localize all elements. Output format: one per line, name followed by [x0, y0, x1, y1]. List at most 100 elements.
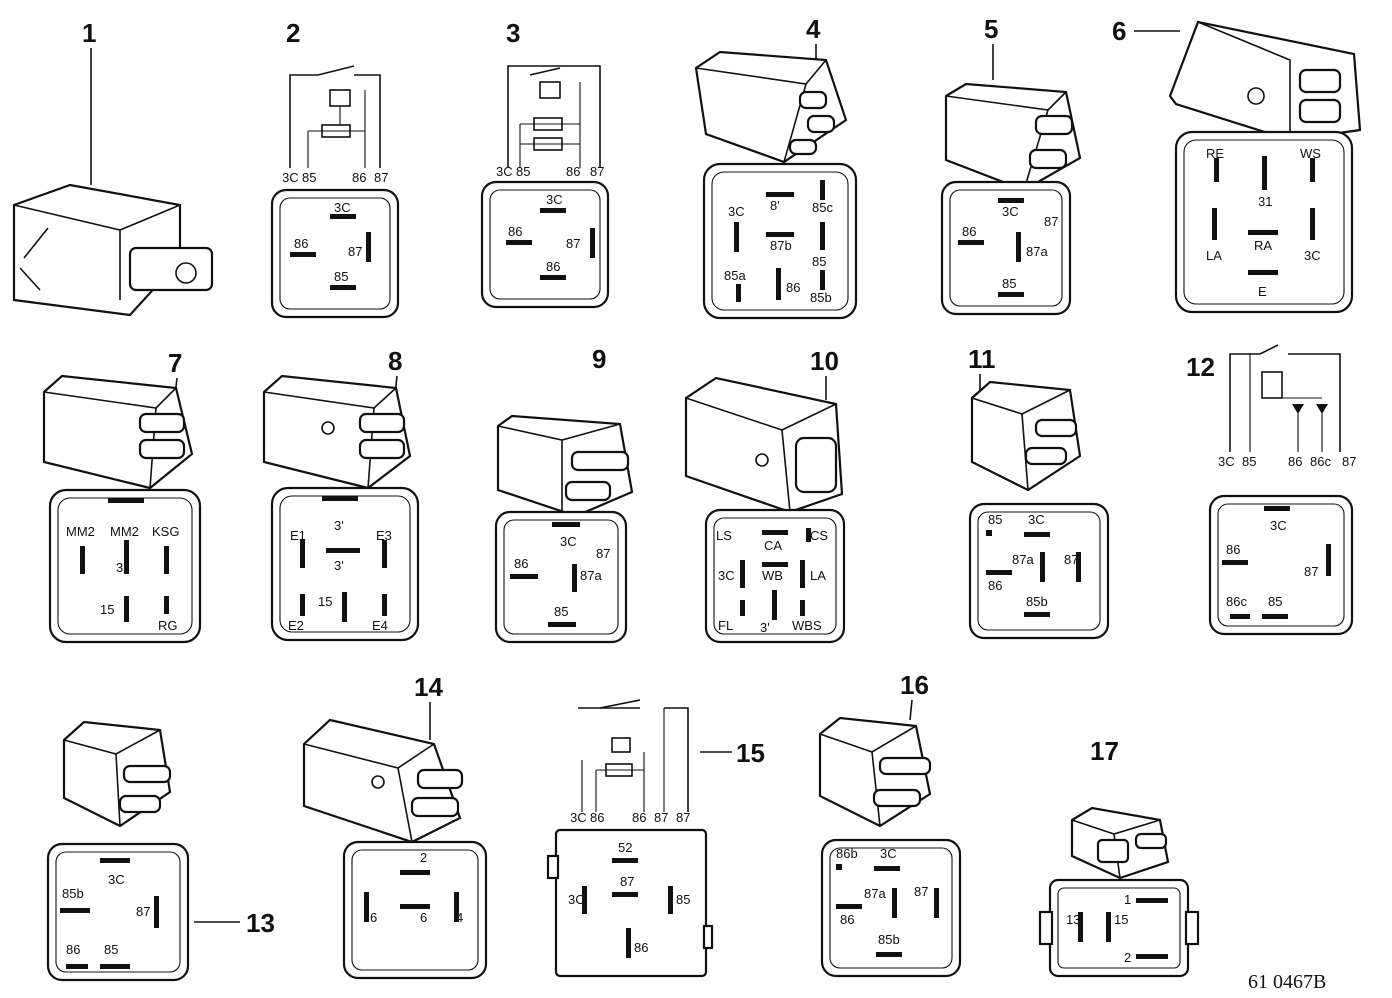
relay-12-schematic-pin-85: 85 — [1242, 454, 1256, 469]
relay-9-pin-30: 3C — [560, 534, 577, 549]
relay-12-pin-86c: 86c — [1226, 594, 1247, 609]
relay-8-pin-E3: E3 — [376, 528, 392, 543]
relay-16-pin-86: 86 — [840, 912, 854, 927]
relay-12-pin-30: 3C — [1270, 518, 1287, 533]
relay-14-pin-2: 2 — [420, 850, 427, 865]
relay-16-pin-87: 87 — [914, 884, 928, 899]
relay-7-housing — [42, 374, 194, 490]
relay-3-schematic-pin-30: 3C — [496, 164, 513, 179]
relay-15-pin-52: 52 — [618, 840, 632, 855]
relay-8-pin-E4: E4 — [372, 618, 388, 633]
relay-3-pin-86: 86 — [508, 224, 522, 239]
relay-2-schematic-pin-30: 3C — [282, 170, 299, 185]
relay-9-pin-face — [494, 510, 628, 644]
relay-14-pin-6b: 6 — [420, 910, 427, 925]
relay-2-pin-87: 87 — [348, 244, 362, 259]
relay-2-pin-30: 3C — [334, 200, 351, 215]
relay-15-schematic-pin-87a: 87 — [654, 810, 668, 825]
relay-15-schematic — [578, 699, 689, 812]
relay-4-pin-86: 86 — [786, 280, 800, 295]
relay-number-5: 5 — [984, 14, 998, 44]
relay-10-pin-CA: CA — [764, 538, 782, 553]
relay-number-11: 11 — [968, 344, 996, 374]
relay-3-pin-face — [480, 180, 610, 309]
relay-15-pin-87: 87 — [620, 874, 634, 889]
relay-15-schematic-pin-86a: 86 — [590, 810, 604, 825]
relay-11-pin-87: 87 — [1064, 552, 1078, 567]
relay-17-pin-face — [1038, 878, 1200, 978]
relay-5-pin-87: 87 — [1044, 214, 1058, 229]
relay-3-schematic-pin-87: 87 — [590, 164, 604, 179]
relay-number-4: 4 — [806, 14, 821, 44]
relay-6-pin-E: E — [1258, 284, 1267, 299]
relay-14-housing — [302, 718, 464, 844]
relay-13-pin-87: 87 — [136, 904, 150, 919]
relay-4-pin-85b: 85b — [810, 290, 832, 305]
relay-11-housing — [970, 380, 1082, 492]
relay-3-schematic-pin-85: 85 — [516, 164, 530, 179]
relay-number-9: 9 — [592, 344, 606, 374]
relay-16-pin-85b: 85b — [878, 932, 900, 947]
relay-10-pin-WB: WB — [762, 568, 783, 583]
relay-12-schematic — [1229, 344, 1341, 452]
relay-3-pin-30: 3C — [546, 192, 563, 207]
relay-15-pin-86: 86 — [634, 940, 648, 955]
relay-12-schematic-pin-30: 3C — [1218, 454, 1235, 469]
relay-16-pin-86b: 86b — [836, 846, 858, 861]
relay-5-pin-30: 3C — [1002, 204, 1019, 219]
relay-6-pin-LA: LA — [1206, 248, 1222, 263]
relay-number-12: 12 — [1186, 352, 1215, 382]
relay-10-pin-face — [704, 508, 846, 644]
relay-17-pin-13: 13 — [1066, 912, 1080, 927]
relay-15-schematic-pin-30: 3C — [570, 810, 587, 825]
relay-2-pin-face — [270, 188, 400, 319]
relay-10-pin-CS: CS — [810, 528, 828, 543]
relay-16-housing — [818, 716, 932, 828]
relay-3-pin-87: 87 — [566, 236, 580, 251]
relay-14-pin-4: 4 — [456, 910, 463, 925]
relay-10-pin-30: 3C — [718, 568, 735, 583]
relay-6-pin-RE: RE — [1206, 146, 1224, 161]
relay-2-pin-86: 86 — [294, 236, 308, 251]
relay-1-housing — [12, 183, 214, 317]
relay-6-housing — [1168, 20, 1362, 142]
relay-number-2: 2 — [286, 18, 300, 48]
relay-11-pin-87a: 87a — [1012, 552, 1034, 567]
relay-5-pin-face — [940, 180, 1072, 316]
relay-16-pin-face — [820, 838, 962, 978]
relay-9-pin-85: 85 — [554, 604, 568, 619]
relay-17-pin-15: 15 — [1114, 912, 1128, 927]
relay-10-pin-LA: LA — [810, 568, 826, 583]
relay-10-pin-LS: LS — [716, 528, 732, 543]
relay-13-pin-85: 85 — [104, 942, 118, 957]
relay-4-pin-30: 3C — [728, 204, 745, 219]
relay-13-pin-30: 3C — [108, 872, 125, 887]
relay-15-schematic-pin-87b: 87 — [676, 810, 690, 825]
relay-4-pin-87b: 87b — [770, 238, 792, 253]
relay-15-pin-face — [546, 828, 714, 978]
relay-16-pin-30: 3C — [880, 846, 897, 861]
relay-12-pin-85: 85 — [1268, 594, 1282, 609]
relay-number-14: 14 — [414, 672, 443, 702]
relay-11-pin-86: 86 — [988, 578, 1002, 593]
relay-10-housing — [684, 376, 844, 514]
relay-13-housing — [62, 720, 172, 828]
relay-9-pin-86: 86 — [514, 556, 528, 571]
relay-13-pin-85b: 85b — [62, 886, 84, 901]
relay-number-1: 1 — [82, 18, 96, 48]
relay-12-pin-86: 86 — [1226, 542, 1240, 557]
relay-9-pin-87: 87 — [596, 546, 610, 561]
relay-number-17: 17 — [1090, 736, 1119, 766]
relay-15-pin-30: 3C — [568, 892, 585, 907]
relay-4-housing — [694, 50, 848, 164]
relay-12-schematic-pin-87: 87 — [1342, 454, 1356, 469]
relay-16-pin-87a: 87a — [864, 886, 886, 901]
relay-7-pin-MM2b: MM2 — [110, 524, 139, 539]
relay-3-schematic-pin-86: 86 — [566, 164, 580, 179]
relay-6-pin-face — [1174, 130, 1354, 314]
relay-2-schematic-pin-85: 85 — [302, 170, 316, 185]
relay-3-schematic — [507, 65, 601, 168]
relay-8-pin-E1: E1 — [290, 528, 306, 543]
relay-4-pin-87: 8' — [770, 198, 780, 213]
relay-5-pin-85: 85 — [1002, 276, 1016, 291]
